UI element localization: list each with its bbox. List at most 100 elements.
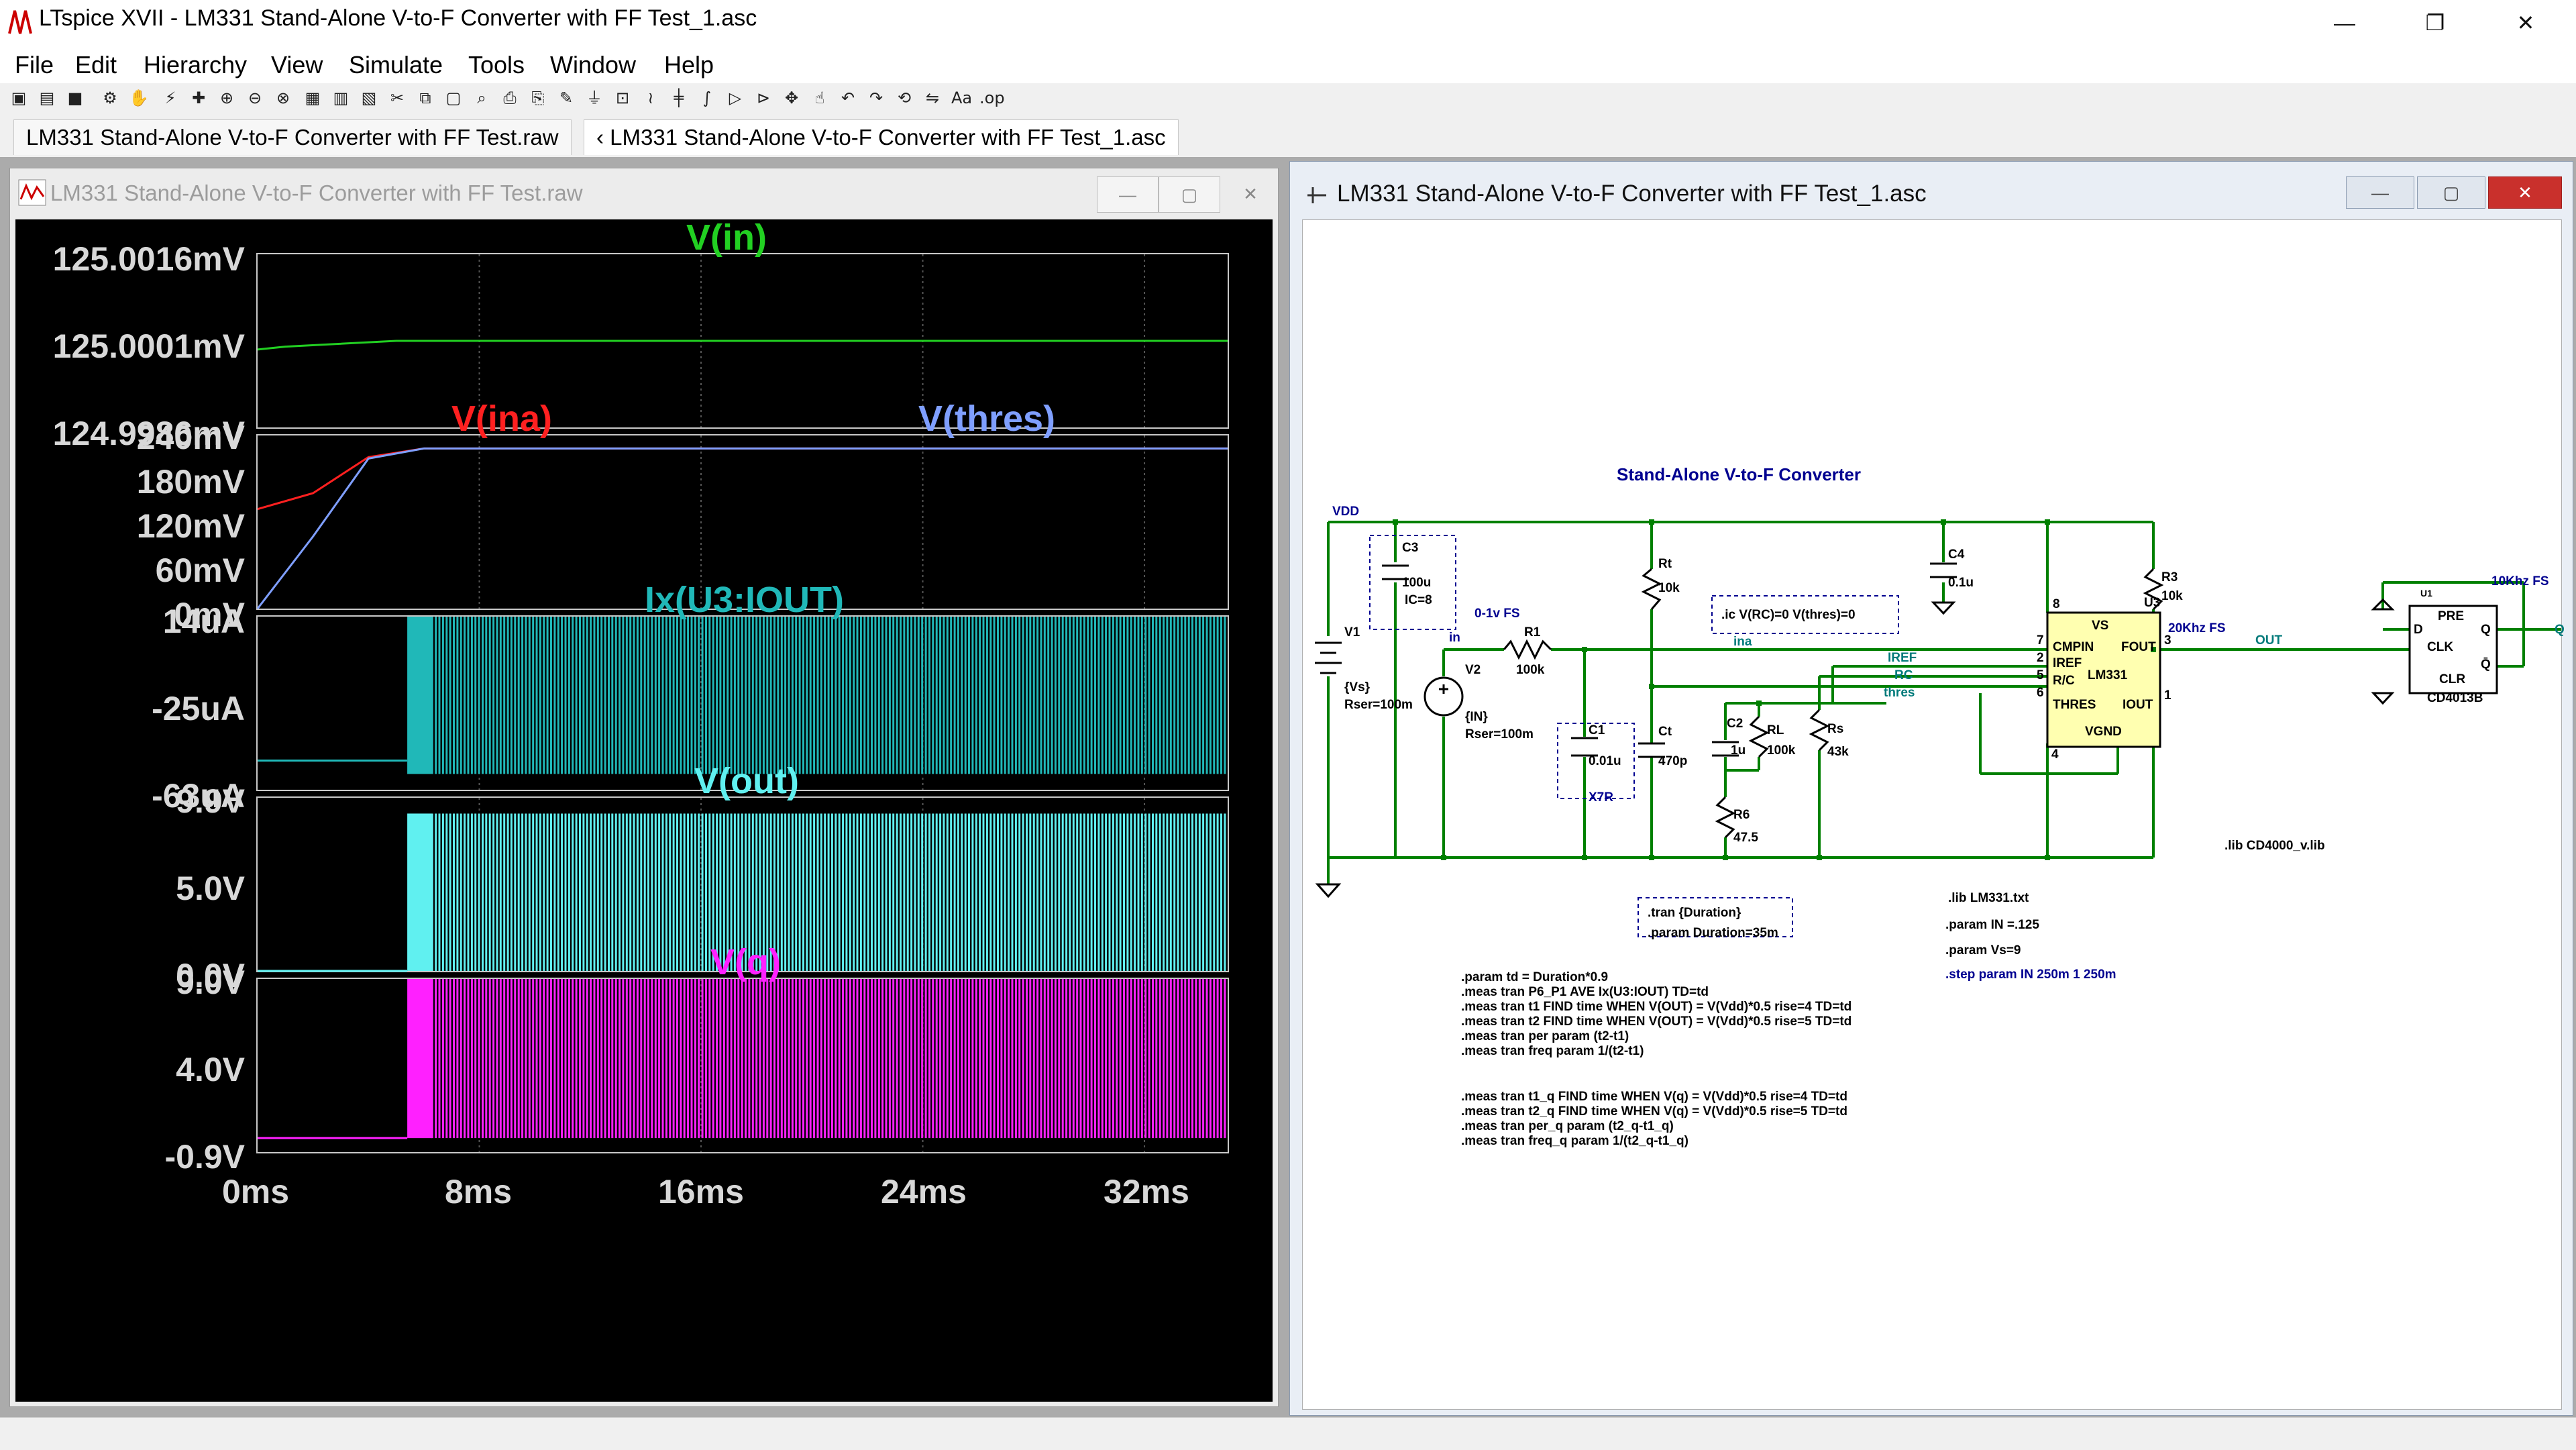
rt-value[interactable]: 10k [1658,581,1680,595]
menu-edit[interactable]: Edit [75,51,117,79]
net-label-out[interactable]: OUT [2255,633,2283,648]
c1-type[interactable]: X7R [1589,790,1613,805]
u1-label[interactable]: U1 [2420,588,2432,599]
close-button[interactable]: ✕ [2516,11,2535,35]
trace-title-vout[interactable]: V(out) [694,761,799,801]
zoom-in-icon[interactable]: ⊕ [219,89,234,107]
net-label-vdd[interactable]: VDD [1332,505,1360,519]
menu-view[interactable]: View [271,51,323,79]
net-label-q[interactable]: Q [2555,623,2565,637]
tab-schematic[interactable]: ‹ LM331 Stand-Alone V-to-F Converter wit… [584,119,1179,155]
menu-simulate[interactable]: Simulate [349,51,443,79]
label-net-icon[interactable]: ⊡ [615,89,630,107]
menu-hierarchy[interactable]: Hierarchy [144,51,248,79]
copy-icon[interactable]: ⧉ [419,89,431,107]
step-directive[interactable]: .step param IN 250m 1 250m [1945,968,2116,982]
ic-directive[interactable]: .ic V(RC)=0 V(thres)=0 [1721,608,1856,622]
inductor-icon[interactable]: ∫ [702,89,712,107]
schematic-maximize-button[interactable]: ▢ [2417,176,2485,209]
duration-param[interactable]: .param Duration=35m [1648,926,1778,940]
plot-pane-vin[interactable] [256,253,1229,429]
waveform-window[interactable]: LM331 Stand-Alone V-to-F Converter with … [9,168,1279,1407]
autorange-icon[interactable]: ▦ [305,89,321,107]
minimize-button[interactable]: — [2334,10,2355,35]
lib-cd4000[interactable]: .lib CD4000_v.lib [2224,839,2325,853]
waveform-minimize-button[interactable]: — [1097,176,1159,213]
plot-pane-vina[interactable] [256,434,1229,610]
waveform-maximize-button[interactable]: ▢ [1159,176,1220,213]
ct-value[interactable]: 470p [1658,754,1688,768]
trace-title-vina[interactable]: V(ina) [451,399,553,439]
menu-help[interactable]: Help [664,51,714,79]
r3-label[interactable]: R3 [2161,570,2178,584]
c3-ic[interactable]: IC=8 [1405,593,1432,607]
paste-icon[interactable]: ▢ [445,89,462,107]
v2-value[interactable]: {IN} [1465,710,1488,724]
resistor-icon[interactable]: ≀ [647,89,654,107]
net-label-rc[interactable]: RC [1894,668,1913,682]
zoom-fit-icon[interactable]: ⊗ [276,89,290,107]
waveform-plot[interactable]: V(in) V(ina) V(thres) Ix(U3:IOUT) V(out)… [15,217,1273,1402]
component-icon[interactable]: ⊳ [756,89,771,107]
save-icon[interactable]: ■ [67,89,83,107]
new-schematic-icon[interactable]: ▣ [11,89,27,107]
lib-lm331[interactable]: .lib LM331.txt [1948,891,2029,905]
ground-icon[interactable]: ⏚ [586,89,602,107]
r3-value[interactable]: 10k [2161,589,2183,603]
rs-value[interactable]: 43k [1827,745,1849,759]
net-label-iref[interactable]: IREF [1888,651,1917,665]
run-icon[interactable]: ✋ [129,89,149,107]
plot-pane-vq[interactable] [256,978,1229,1153]
cut-icon[interactable]: ✂ [390,89,405,107]
plot-pane-vout[interactable] [256,796,1229,972]
r6-value[interactable]: 47.5 [1733,831,1758,845]
print-preview-icon[interactable]: ⎘ [531,89,545,107]
meas-directives[interactable]: .param td = Duration*0.9 .meas tran P6_P… [1461,970,1931,1149]
menu-tools[interactable]: Tools [468,51,525,79]
schematic-minimize-button[interactable]: — [2346,176,2414,209]
undo-icon[interactable]: ↶ [841,89,855,107]
v1-label[interactable]: V1 [1344,625,1360,639]
move-icon[interactable]: ✥ [784,89,799,107]
menu-file[interactable]: File [15,51,54,79]
c2-label[interactable]: C2 [1727,717,1743,731]
tran-directive[interactable]: .tran {Duration} [1648,906,1741,920]
v2-rser[interactable]: Rser=100m [1465,727,1534,741]
ff-part-name[interactable]: CD4013B [2427,691,2483,705]
cascade-icon[interactable]: ▧ [361,89,377,107]
zoom-rect-icon[interactable]: ⊖ [248,89,262,107]
v2-label[interactable]: V2 [1465,663,1481,677]
trace-title-vin[interactable]: V(in) [686,217,767,258]
r1-value[interactable]: 100k [1516,663,1545,677]
r6-label[interactable]: R6 [1733,808,1750,822]
capacitor-icon[interactable]: ╪ [674,89,684,107]
c3-label[interactable]: C3 [1402,541,1419,555]
trace-title-vthres[interactable]: V(thres) [918,399,1056,439]
schematic-close-button[interactable]: ✕ [2488,176,2562,209]
trace-title-vq[interactable]: V(q) [710,942,781,982]
r1-label[interactable]: R1 [1524,625,1541,639]
schematic-canvas[interactable]: Stand-Alone V-to-F Converter VDD C3 100u… [1302,219,2565,1410]
param-vs[interactable]: .param Vs=9 [1945,943,2021,957]
pan-icon[interactable]: ✚ [191,89,206,107]
rs-label[interactable]: Rs [1827,722,1844,736]
param-in[interactable]: .param IN =.125 [1945,918,2039,932]
c1-value[interactable]: 0.01u [1589,754,1621,768]
rl-label[interactable]: RL [1767,723,1784,737]
spice-directive-icon[interactable]: .op [979,89,1005,107]
print-icon[interactable]: ⎙ [503,89,517,107]
u3-label[interactable]: U3 [2144,596,2161,610]
drag-icon[interactable]: ☝ [814,89,825,107]
menu-window[interactable]: Window [550,51,637,79]
restore-button[interactable]: ❐ [2425,11,2445,35]
open-icon[interactable]: ▤ [39,89,55,107]
control-panel-icon[interactable]: ⚙ [103,89,117,107]
net-label-in[interactable]: in [1449,631,1460,645]
tab-waveform[interactable]: LM331 Stand-Alone V-to-F Converter with … [13,119,572,155]
rl-value[interactable]: 100k [1767,743,1796,758]
redo-icon[interactable]: ↷ [869,89,883,107]
draw-wire-icon[interactable]: ✎ [559,89,574,107]
rt-label[interactable]: Rt [1658,557,1672,571]
v1-rser[interactable]: Rser=100m [1344,698,1413,712]
rotate-icon[interactable]: ⟲ [897,89,912,107]
